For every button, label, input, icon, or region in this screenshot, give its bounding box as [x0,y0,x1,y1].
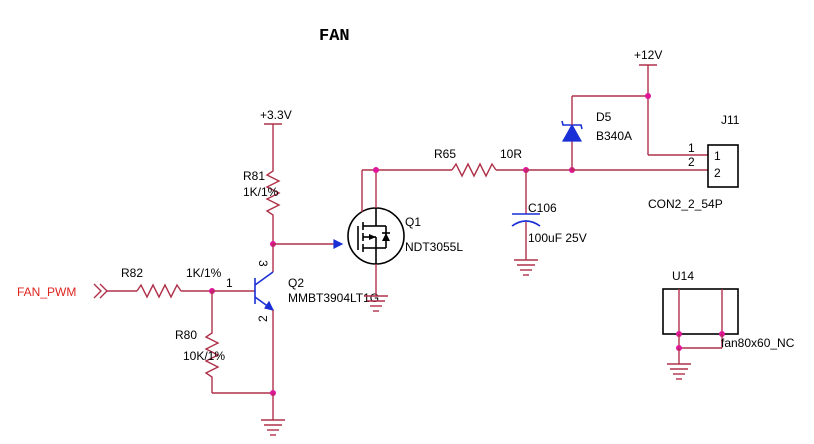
q2-ref: Q2 [288,276,304,290]
j11-pin1-label: 1 [688,141,695,155]
fan-pwm-label: FAN_PWM [17,285,76,299]
power-symbol-12v: +12V [634,48,662,155]
gate-arrow [333,239,344,249]
d5-part: B340A [596,129,632,143]
net-port-fan-pwm: FAN_PWM [17,283,137,299]
ground-symbol [261,393,285,436]
power-symbol-3v3: +3.3V [260,108,292,168]
r80-value: 10K/1% [183,349,225,363]
transistor-q2: 3 2 Q2 MMBT3904LT1G [254,260,379,322]
q2-pin-emitter: 2 [256,315,270,322]
junction-dot [373,167,379,173]
resistor-r65: R65 10R [434,147,526,178]
q2-part: MMBT3904LT1G [288,291,379,305]
c106-ref: C106 [528,201,557,215]
q1-part: NDT3055L [405,240,463,254]
component-u14: U14 fan80x60_NC [662,269,795,351]
j11-pin2-number: 2 [714,166,721,180]
j11-pin2-label: 2 [688,155,695,169]
j11-ref: J11 [721,113,740,127]
power-label-12v: +12V [634,48,662,62]
j11-pin1-number: 1 [714,149,721,163]
resistor-r82: R82 1K/1% [121,266,222,299]
q2-pin-collector: 3 [256,260,270,267]
junction-dot [645,93,651,99]
u14-part: fan80x60_NC [721,336,795,350]
q2-pin-base: 1 [226,276,233,290]
capacitor-c106: C106 100uF 25V [511,170,587,260]
emitter-arrow [264,300,275,311]
r81-value: 1K/1% [243,185,279,199]
schematic-title: FAN [319,27,350,46]
power-label-3v3: +3.3V [260,108,292,122]
ground-symbol [667,348,691,380]
q1-ref: Q1 [405,215,421,229]
r81-ref: R81 [243,169,265,183]
connector-j11: 1 2 1 2 J11 CON2_2_54P [648,113,740,211]
u14-ref: U14 [672,269,694,283]
r82-ref: R82 [121,266,143,280]
r65-ref: R65 [434,147,456,161]
ground-symbol [364,295,388,312]
j11-part: CON2_2_54P [648,197,723,211]
r65-value: 10R [500,147,522,161]
diode-d5: D5 B340A [561,95,648,170]
resistor-r81: R81 1K/1% [243,168,281,244]
resistor-r80: R80 10K/1% [175,291,273,394]
c106-value: 100uF 25V [528,231,587,245]
d5-ref: D5 [596,110,612,124]
ground-symbol [514,259,538,276]
r80-ref: R80 [175,328,197,342]
mosfet-q1: Q1 NDT3055L [347,207,463,265]
r82-value: 1K/1% [186,266,222,280]
